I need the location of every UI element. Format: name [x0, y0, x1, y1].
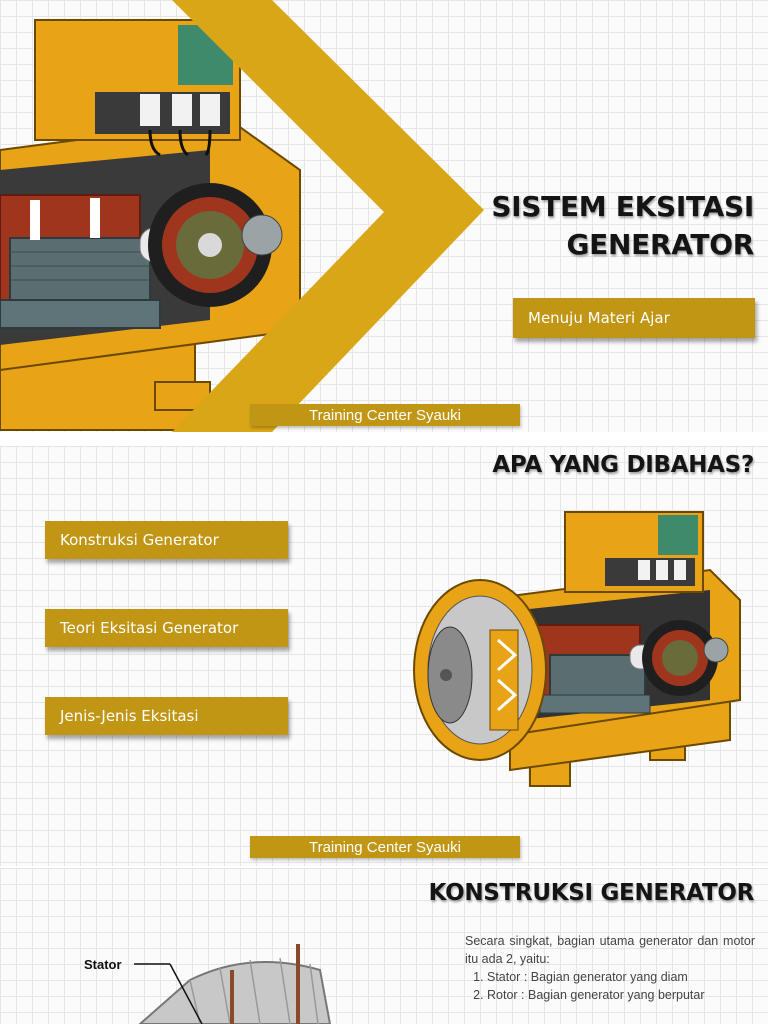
konstruksi-heading: KONSTRUKSI GENERATOR [428, 880, 755, 906]
topic-jenis-button[interactable]: Jenis-Jenis Eksitasi [45, 697, 288, 735]
footer-text: Training Center Syauki [308, 838, 461, 856]
list-item: Rotor : Bagian generator yang berputar [487, 986, 755, 1004]
topic-konstruksi-button[interactable]: Konstruksi Generator [45, 521, 288, 559]
slide-title-line1: SISTEM EKSITASI [491, 190, 754, 223]
slide-title-line2: GENERATOR [566, 228, 755, 261]
generator-illustration [0, 0, 484, 432]
stator-label: Stator [84, 957, 122, 972]
konstruksi-slide: KONSTRUKSI GENERATOR Stator Secara singk… [0, 868, 768, 1024]
generator-illustration [413, 511, 741, 787]
agenda-heading: APA YANG DIBAHAS? [492, 452, 754, 478]
slide-title: SISTEM EKSITASI GENERATOR [424, 188, 754, 264]
title-slide: SISTEM EKSITASI GENERATOR Menuju Materi … [0, 0, 768, 432]
konstruksi-description: Secara singkat, bagian utama generator d… [465, 932, 755, 1004]
topic-teori-button[interactable]: Teori Eksitasi Generator [45, 609, 288, 647]
menuju-materi-button[interactable]: Menuju Materi Ajar [513, 298, 755, 338]
stator-diagram [134, 944, 332, 1024]
footer-text: Training Center Syauki [308, 406, 461, 424]
list-item: Stator : Bagian generator yang diam [487, 968, 755, 986]
parts-list: Stator : Bagian generator yang diam Roto… [487, 968, 755, 1004]
topic-label: Teori Eksitasi Generator [60, 619, 239, 637]
topic-label: Konstruksi Generator [60, 531, 219, 549]
footer-banner: Training Center Syauki [250, 836, 520, 858]
menuju-materi-label: Menuju Materi Ajar [528, 309, 670, 327]
topic-label: Jenis-Jenis Eksitasi [60, 707, 199, 725]
footer-banner: Training Center Syauki [250, 404, 520, 426]
agenda-slide: APA YANG DIBAHAS? Konstruksi Generator T… [0, 446, 768, 866]
intro-text: Secara singkat, bagian utama generator d… [465, 934, 755, 966]
